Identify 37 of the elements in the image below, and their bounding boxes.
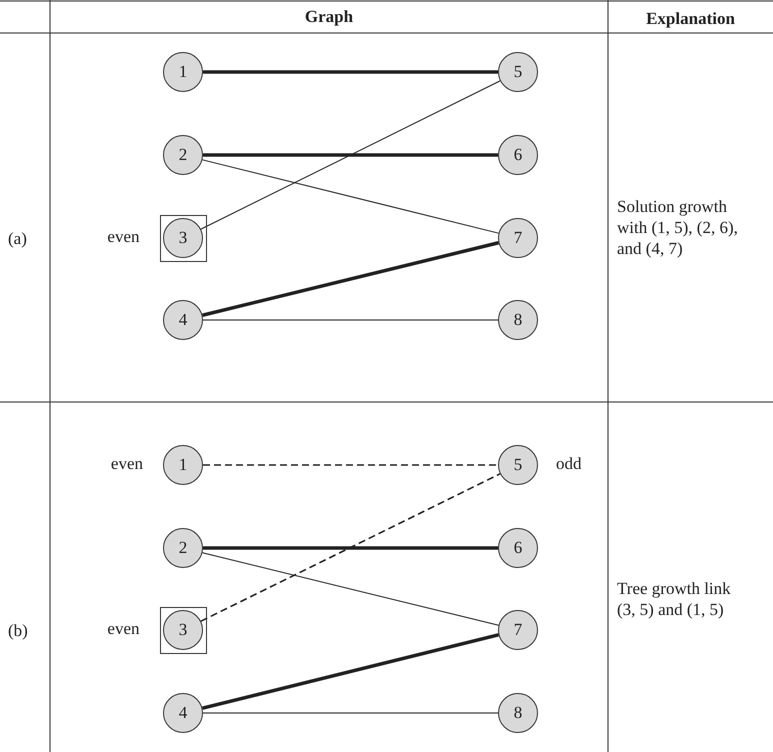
vertex-circle: 1 <box>163 52 203 92</box>
row-label: (b) <box>8 620 28 641</box>
dashed-edge-line <box>203 464 498 466</box>
dashed-edge-line <box>200 473 500 622</box>
vertex-circle: 5 <box>498 52 538 92</box>
vertex-circle: 5 <box>498 445 538 485</box>
explanation-text: Tree growth link (3, 5) and (1, 5) <box>617 578 732 620</box>
vertex-circle: 2 <box>163 528 203 568</box>
vertex-note: even <box>110 454 143 474</box>
edge-line <box>202 712 498 714</box>
vertex-circle: 8 <box>498 300 538 340</box>
row-label: (a) <box>8 228 27 249</box>
edge-line <box>202 159 500 234</box>
thick-edge-line <box>203 546 498 550</box>
thick-edge-line <box>202 241 499 317</box>
edge-line <box>202 552 500 626</box>
vertex-circle: 3 <box>163 610 203 650</box>
explanation-text: Solution growth with (1, 5), (2, 6), and (4, 7) <box>617 196 739 259</box>
vertex-circle: 1 <box>163 445 203 485</box>
vertex-circle: 4 <box>163 300 203 340</box>
thick-edge-line <box>203 153 498 157</box>
column-header: Graph <box>304 6 354 27</box>
vertex-circle: 4 <box>163 693 203 733</box>
column-header: Explanation <box>645 8 736 29</box>
thick-edge-line <box>202 633 499 710</box>
edge-line <box>200 80 501 230</box>
vertex-note: even <box>107 227 140 247</box>
vertex-circle: 6 <box>498 135 538 175</box>
vertex-circle: 2 <box>163 135 203 175</box>
vertex-note: even <box>107 619 140 639</box>
vertex-circle: 7 <box>498 610 538 650</box>
vertex-circle: 3 <box>163 218 203 258</box>
thick-edge-line <box>203 70 498 74</box>
vertex-circle: 7 <box>498 218 538 258</box>
vertex-circle: 8 <box>498 693 538 733</box>
vertex-note: odd <box>556 454 582 474</box>
vertex-circle: 6 <box>498 528 538 568</box>
